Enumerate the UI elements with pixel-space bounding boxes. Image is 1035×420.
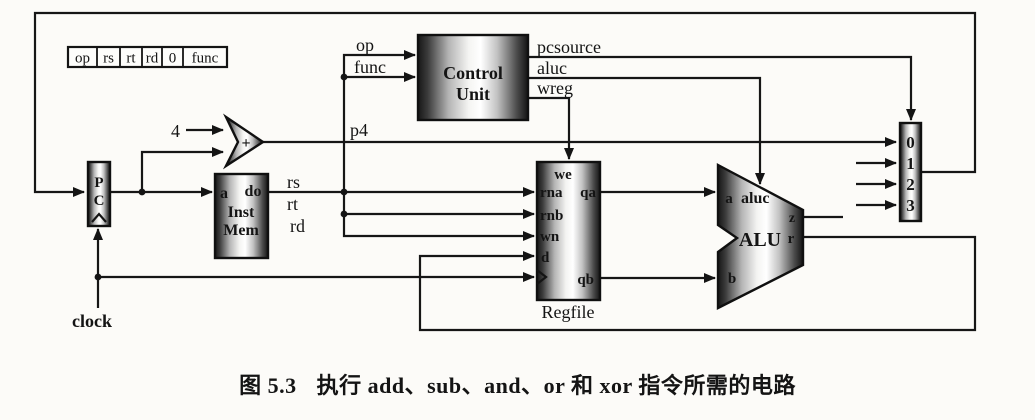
- alu-port-z: z: [789, 211, 795, 226]
- pc-mux-body: [898, 121, 923, 223]
- field-rd: rd: [146, 51, 159, 67]
- label-op: op: [356, 35, 374, 55]
- alu-body: [716, 163, 805, 310]
- junction-rs: [340, 188, 348, 196]
- alu-port-a: a: [725, 191, 733, 207]
- wire-aluc-to-alu: [528, 76, 765, 185]
- label-p4: p4: [350, 120, 368, 140]
- label-pcsource: pcsource: [537, 37, 601, 57]
- mux-input-0-label: 0: [906, 133, 915, 152]
- label-wreg: wreg: [537, 78, 573, 98]
- pc-register-body: [86, 160, 112, 228]
- mux-input-2-label: 2: [906, 175, 915, 194]
- alu-block: a aluc ALU z r b: [716, 163, 805, 310]
- label-clock: clock: [72, 311, 112, 331]
- control-unit-name-line1: Control: [443, 63, 503, 83]
- junction-func: [340, 73, 348, 81]
- wire-mux-out-pc-loop: [33, 11, 977, 197]
- label-rd: rd: [290, 216, 305, 236]
- regfile-port-we: we: [554, 167, 572, 183]
- inst-mem-body: [213, 172, 270, 260]
- figure-caption-number: 图 5.3: [239, 373, 297, 398]
- regfile-label: Regfile: [542, 302, 595, 322]
- junction-pc-out: [138, 188, 146, 196]
- pc-register-block: P C: [86, 160, 112, 228]
- regfile-clock-edge-icon: [536, 269, 548, 285]
- junction-clock: [94, 273, 102, 281]
- alu-port-b: b: [728, 271, 736, 287]
- field-zero: 0: [169, 51, 177, 67]
- inst-mem-port-do: do: [245, 183, 262, 200]
- regfile-port-d: d: [541, 250, 550, 266]
- label-func: func: [354, 57, 386, 77]
- wire-rt-to-rnb: [342, 192, 535, 219]
- regfile-port-qb: qb: [577, 272, 594, 288]
- field-op: op: [75, 51, 90, 67]
- wire-pc-to-adder: [140, 147, 224, 192]
- regfile-port-wn: wn: [540, 229, 560, 245]
- alu-label: ALU: [739, 229, 781, 251]
- inst-mem-port-a: a: [220, 185, 228, 202]
- pc-letter-p: P: [94, 175, 103, 191]
- alu-port-aluc: aluc: [741, 190, 769, 207]
- inst-mem-name-line2: Mem: [223, 222, 259, 239]
- pc-adder-body: [222, 113, 266, 170]
- wire-op-to-control: [342, 50, 416, 192]
- regfile-block: we rna qa rnb wn d qb Regfile: [535, 160, 602, 322]
- instruction-format-outline: [66, 45, 229, 69]
- wire-alu-r-feedback-to-d: [418, 235, 977, 332]
- regfile-port-rna: rna: [540, 185, 563, 201]
- regfile-port-qa: qa: [580, 185, 596, 201]
- field-rt: rt: [126, 51, 136, 67]
- pc-adder-block: +: [222, 113, 266, 170]
- field-rs: rs: [103, 51, 114, 67]
- wire-wreg-to-we: [528, 96, 574, 160]
- pc-clock-edge-icon: [91, 212, 107, 223]
- figure-caption: 图 5.3 执行 add、sub、and、or 和 xor 指令所需的电路: [0, 368, 1035, 400]
- label-rt: rt: [287, 194, 298, 214]
- junction-rt: [340, 210, 348, 218]
- mux-input-1-label: 1: [906, 154, 915, 173]
- pc-mux-block: 0 1 2 3: [898, 121, 923, 223]
- alu-port-r: r: [788, 231, 795, 247]
- inst-mem-name-line1: Inst: [228, 204, 255, 221]
- regfile-port-rnb: rnb: [540, 208, 563, 224]
- inst-mem-block: a do Inst Mem: [213, 172, 270, 260]
- instruction-format-box: op rs rt rd 0 func: [66, 45, 229, 69]
- adder-plus-symbol: +: [241, 135, 250, 152]
- mux-input-3-label: 3: [906, 196, 915, 215]
- control-unit-body: [416, 33, 530, 122]
- figure-caption-text: 执行 add、sub、and、or 和 xor 指令所需的电路: [316, 373, 796, 398]
- label-aluc: aluc: [537, 58, 567, 78]
- control-unit-name-line2: Unit: [456, 84, 490, 104]
- wire-pcsource-to-mux-select: [528, 55, 916, 121]
- label-const4: 4: [171, 121, 180, 141]
- field-func: func: [192, 51, 219, 67]
- pc-letter-c: C: [94, 193, 105, 209]
- datapath-diagram: op rs rt rd 0 func P C + a do Inst Mem: [33, 11, 977, 332]
- control-unit-block: Control Unit: [416, 33, 530, 122]
- wire-rd-to-wn: [342, 214, 535, 241]
- label-rs: rs: [287, 172, 300, 192]
